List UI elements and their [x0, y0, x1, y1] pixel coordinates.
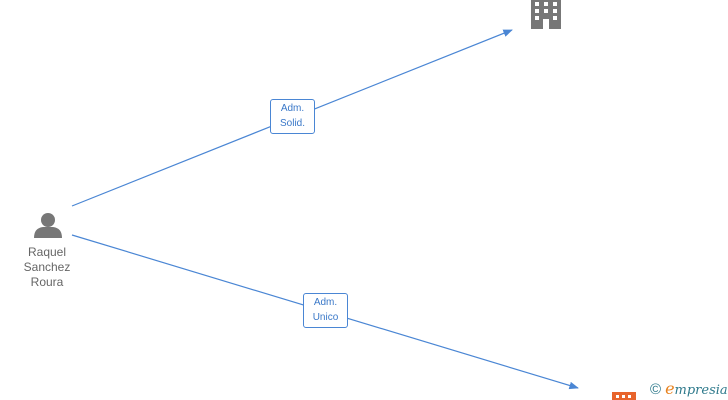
person-name-line-1: Raquel — [27, 245, 67, 259]
edge-label-line-1: Adm. — [313, 297, 338, 308]
edge-label-line-2: Solid. — [279, 118, 305, 129]
edge-label-adm-unico[interactable]: Adm. Unico — [303, 293, 348, 328]
empresia-watermark[interactable]: ©empresia — [650, 379, 728, 398]
building-icon-highlighted[interactable] — [612, 392, 636, 400]
building-icon[interactable] — [531, 0, 561, 29]
brand-name-rest: mpresia — [674, 383, 728, 398]
person-icon[interactable] — [34, 213, 62, 238]
copyright-symbol: © — [650, 381, 662, 398]
edge-label-line-2: Unico — [312, 312, 339, 323]
edge-label-adm-solid[interactable]: Adm. Solid. — [270, 99, 315, 134]
person-name-line-3: Roura — [30, 275, 64, 289]
edge-label-line-1: Adm. — [280, 103, 305, 114]
person-name[interactable]: Raquel Sanchez Roura — [12, 245, 82, 290]
person-name-line-2: Sanchez — [23, 260, 71, 274]
brand-initial: e — [665, 379, 675, 398]
